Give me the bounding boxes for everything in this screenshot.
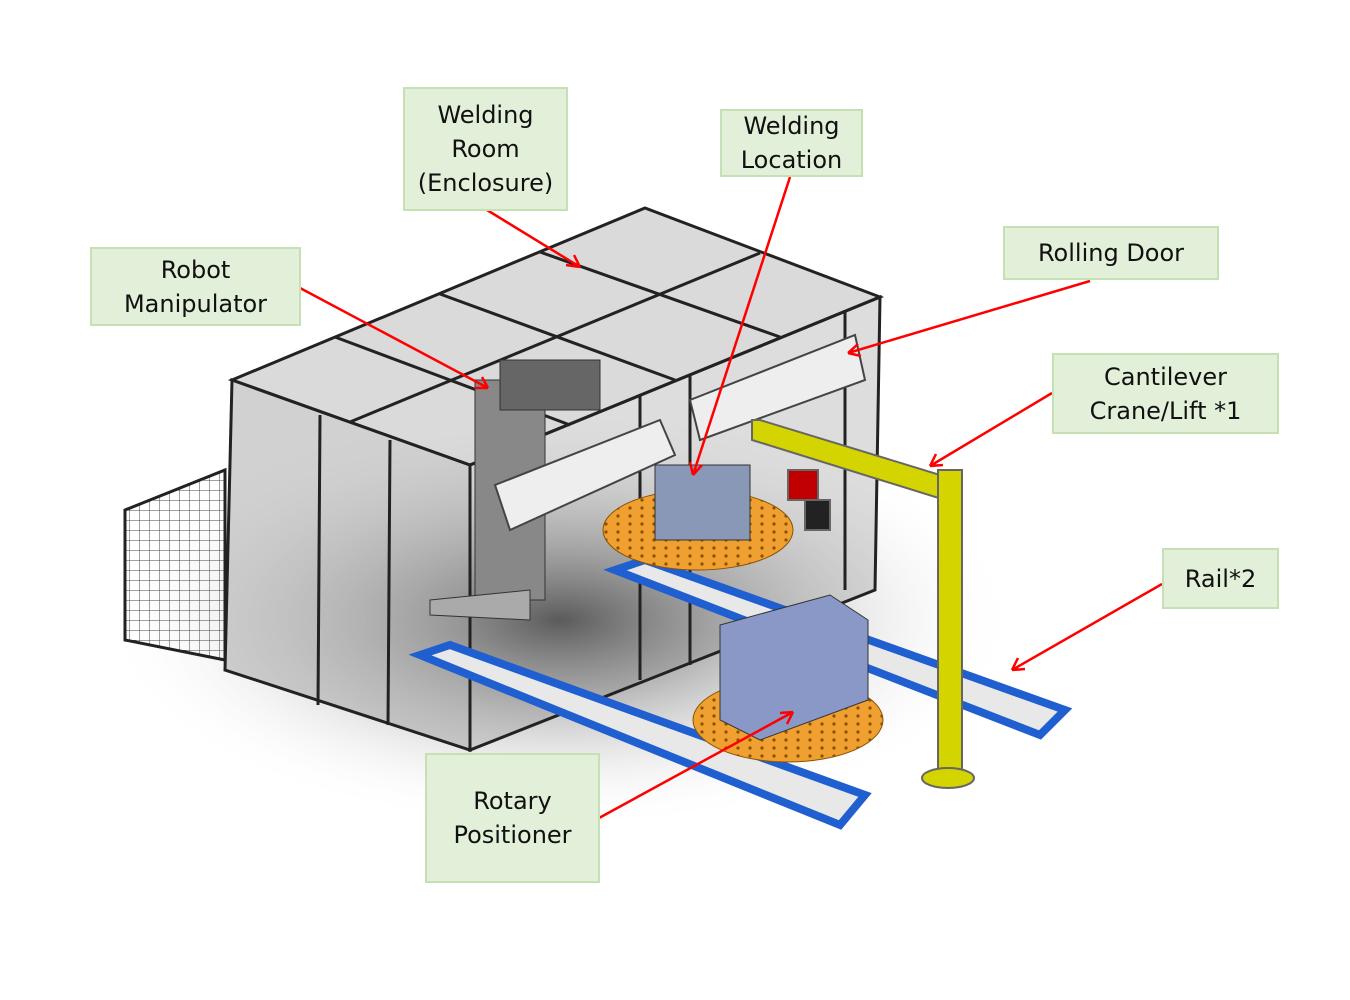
rolling-doors bbox=[493, 333, 867, 532]
arrow-welding-location bbox=[688, 176, 792, 476]
label-robot-manipulator: Robot Manipulator bbox=[90, 247, 301, 326]
arrow-robot bbox=[299, 286, 490, 390]
arrow-positioner bbox=[598, 710, 795, 820]
cantilever-crane bbox=[751, 419, 975, 789]
robot-manipulator bbox=[429, 359, 601, 621]
label-rotary-positioner: Rotary Positioner bbox=[425, 753, 600, 883]
label-welding-location: Welding Location bbox=[720, 109, 863, 177]
arrow-crane bbox=[928, 391, 1053, 468]
arrow-welding-room bbox=[486, 208, 582, 269]
arrow-rail bbox=[1010, 582, 1163, 672]
label-rail: Rail*2 bbox=[1162, 548, 1279, 609]
safety-fence bbox=[123, 467, 227, 662]
callout-arrows bbox=[299, 176, 1163, 820]
arrow-rolling-door bbox=[847, 279, 1091, 358]
label-cantilever-crane: Cantilever Crane/Lift *1 bbox=[1052, 353, 1279, 434]
label-welding-room: Welding Room (Enclosure) bbox=[403, 87, 568, 211]
label-rolling-door: Rolling Door bbox=[1003, 226, 1219, 280]
